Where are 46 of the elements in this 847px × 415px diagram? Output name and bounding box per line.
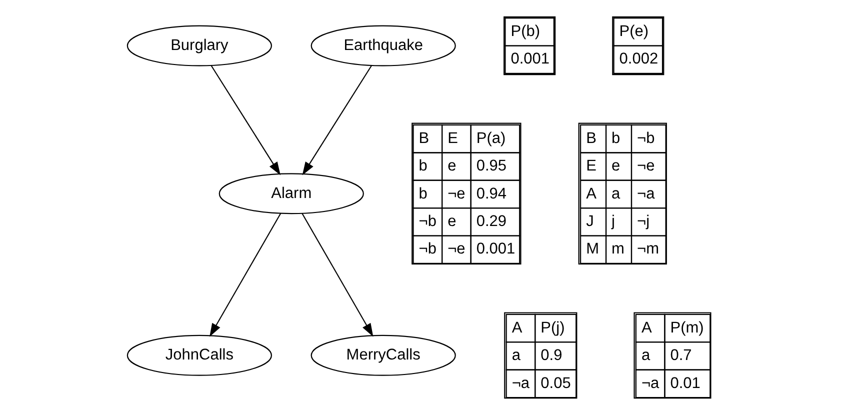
label: P(e) xyxy=(619,23,649,40)
label: B xyxy=(418,130,430,147)
label: e xyxy=(448,158,456,175)
label: ¬b xyxy=(637,130,655,147)
label: ¬m xyxy=(637,240,660,258)
label: 0.001 xyxy=(510,50,550,68)
label: B xyxy=(586,130,596,147)
label: 0.001 xyxy=(476,240,516,258)
label: P(m) xyxy=(670,319,704,336)
label: 0.94 xyxy=(476,185,507,202)
label: 0.9 xyxy=(540,347,562,364)
label: 0.95 xyxy=(476,158,507,175)
label: 0.7 xyxy=(670,347,692,364)
label: b xyxy=(612,130,620,147)
label: P(j) xyxy=(540,319,565,336)
label: m xyxy=(612,240,624,258)
label: P(a) xyxy=(476,130,506,147)
label: ¬e xyxy=(448,240,466,258)
label: 0.01 xyxy=(670,374,700,392)
label: ¬b xyxy=(418,240,436,258)
label: A xyxy=(512,319,522,336)
label: P(b) xyxy=(510,23,540,40)
label: ¬e xyxy=(448,185,466,202)
label: A xyxy=(641,319,652,336)
label: A xyxy=(586,185,596,202)
label: b xyxy=(418,158,428,175)
label: ¬a xyxy=(512,374,530,392)
label: ¬b xyxy=(418,213,436,230)
label: M xyxy=(586,240,599,258)
label: 0.002 xyxy=(619,50,658,68)
label: e xyxy=(612,158,620,175)
label: e xyxy=(448,213,456,230)
label: J xyxy=(586,213,594,230)
label: a xyxy=(612,185,620,202)
label: a xyxy=(512,347,520,364)
label: E xyxy=(586,158,596,175)
label: ¬j xyxy=(637,213,650,230)
label: ¬a xyxy=(637,185,655,202)
label: ¬e xyxy=(637,158,655,175)
label: a xyxy=(641,347,650,364)
label: j xyxy=(612,213,616,230)
label: ¬a xyxy=(641,374,660,392)
label: E xyxy=(448,130,458,147)
label: 0.29 xyxy=(476,213,507,230)
label: 0.05 xyxy=(540,374,571,392)
label: b xyxy=(418,185,428,202)
